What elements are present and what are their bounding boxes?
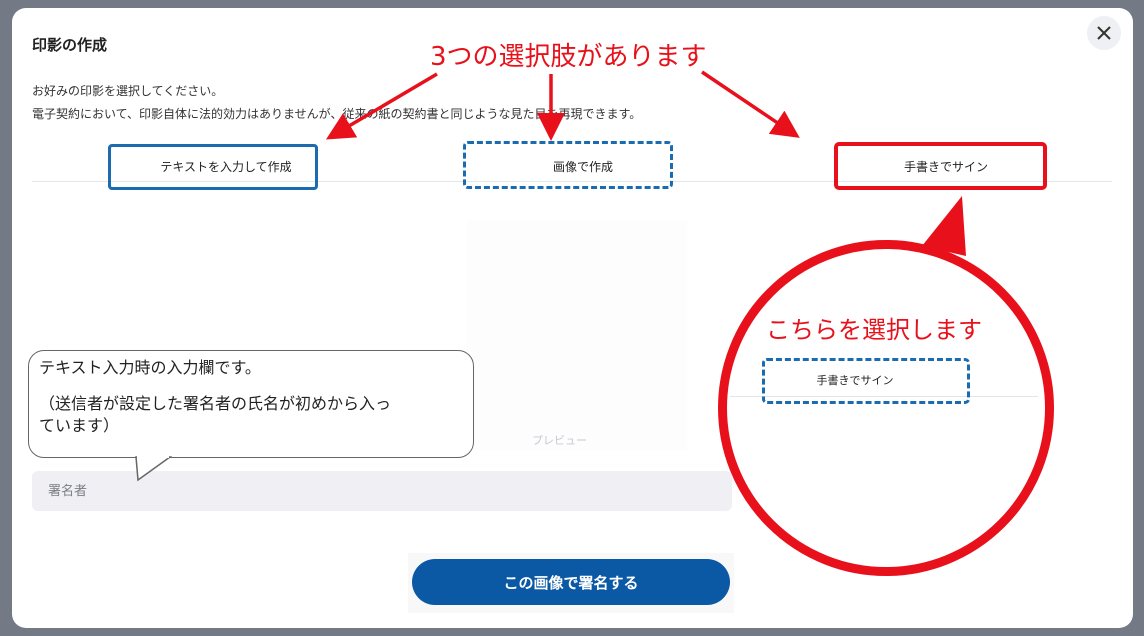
tab-handwritten-sign[interactable]: 手書きでサイン [903,160,988,174]
dialog-title: 印影の作成 [32,36,108,54]
close-button[interactable] [1087,16,1121,50]
note-callout: テキスト入力時の入力欄です。 （送信者が設定した署名者の氏名が初めから入っ てい… [28,350,474,458]
tab-text-input[interactable]: テキストを入力して作成 [160,160,292,174]
magnified-divider [730,396,1038,397]
tab-image[interactable]: 画像で作成 [552,160,613,174]
dialog-description: お好みの印影を選択してください。 [32,84,224,98]
top-callout-text: 3つの選択肢があります [430,42,707,72]
preview-area [467,220,687,450]
submit-area: この画像で署名する [408,553,734,613]
magnified-handwritten-tab: 手書きでサイン [816,374,894,387]
preview-label: プレビュー [532,434,587,447]
annotation-box-text-tab [108,144,318,190]
signer-name-input[interactable] [32,471,732,511]
dialog-description-legal: 電子契約において、印影自体に法的効力はありませんが、従来の紙の契約書と同じような… [32,107,642,121]
note-line-3: ています） [39,416,120,435]
annotation-box-handwritten-tab [834,142,1047,190]
sign-with-image-button[interactable]: この画像で署名する [412,559,730,605]
tab-divider [32,181,1112,182]
annotation-box-magnified-tab [762,358,970,404]
note-line-2: （送信者が設定した署名者の氏名が初めから入っ [39,394,392,413]
close-icon [1097,26,1111,40]
annotation-box-image-tab [463,141,673,189]
note-line-1: テキスト入力時の入力欄です。 [39,358,261,377]
magnifier-circle [718,240,1054,576]
select-callout-text: こちらを選択します [766,316,982,344]
